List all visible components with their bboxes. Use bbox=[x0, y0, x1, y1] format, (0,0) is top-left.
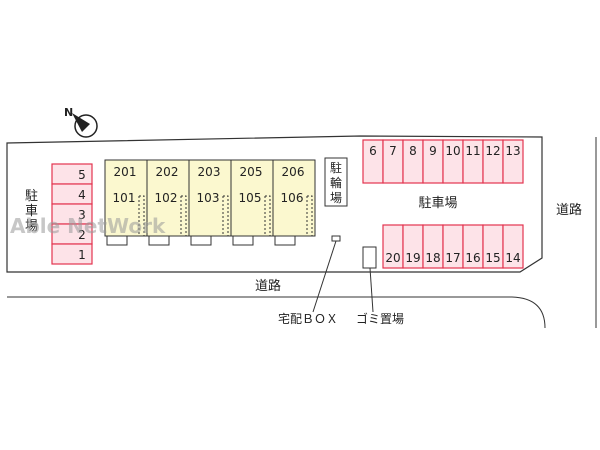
left-parking-label: 駐 車 場 bbox=[25, 189, 38, 234]
parking-space: 15 bbox=[482, 224, 504, 269]
left-parking-char-1: 駐 bbox=[25, 189, 38, 204]
parking-space: 19 bbox=[402, 224, 424, 269]
unit-number-upper: 205 bbox=[240, 165, 263, 179]
unit: 203 103 bbox=[188, 159, 232, 246]
right-parking-label: 駐車場 bbox=[418, 196, 457, 211]
parking-space-number: 5 bbox=[78, 168, 86, 182]
parking-space: 7 bbox=[382, 139, 404, 184]
porch bbox=[148, 235, 170, 246]
parking-space-number: 15 bbox=[485, 251, 500, 265]
garbage-label: ゴミ置場 bbox=[356, 311, 404, 326]
porch bbox=[232, 235, 254, 246]
unit-number-lower: 101 bbox=[113, 191, 136, 205]
parking-space: 1 bbox=[51, 243, 93, 265]
bicycle-char-1: 駐 bbox=[330, 160, 342, 175]
north-label: N bbox=[64, 106, 73, 119]
parking-space: 11 bbox=[462, 139, 484, 184]
parking-space-number: 19 bbox=[405, 251, 420, 265]
parking-space: 20 bbox=[382, 224, 404, 269]
parking-space-number: 4 bbox=[78, 188, 86, 202]
garbage-area-marker bbox=[362, 246, 377, 269]
parking-space: 13 bbox=[502, 139, 524, 184]
parking-space-number: 3 bbox=[78, 208, 86, 222]
parking-space-number: 6 bbox=[369, 144, 377, 158]
unit-number-upper: 203 bbox=[198, 165, 221, 179]
delivery-box-leader bbox=[312, 240, 337, 313]
parking-space-number: 7 bbox=[389, 144, 397, 158]
parking-space-number: 17 bbox=[445, 251, 460, 265]
road-edge-curve bbox=[511, 296, 546, 329]
left-parking-char-3: 場 bbox=[25, 219, 38, 234]
parking-space-number: 20 bbox=[385, 251, 400, 265]
parking-space-number: 10 bbox=[445, 144, 460, 158]
parking-space: 18 bbox=[422, 224, 444, 269]
parking-space: 6 bbox=[362, 139, 384, 184]
entrance-outline bbox=[180, 195, 187, 236]
road-right-label: 道路 bbox=[556, 202, 582, 218]
building: 201 101 202 102 203 103 205 105 206 106 bbox=[104, 159, 316, 246]
unit: 205 105 bbox=[230, 159, 274, 246]
parking-space: 14 bbox=[502, 224, 524, 269]
parking-space: 5 bbox=[51, 163, 93, 185]
entrance-outline bbox=[264, 195, 271, 236]
parking-space: 8 bbox=[402, 139, 424, 184]
unit-number-lower: 103 bbox=[197, 191, 220, 205]
entrance-outline bbox=[306, 195, 313, 236]
parking-space-number: 2 bbox=[78, 228, 86, 242]
bicycle-parking: 駐 輪 場 bbox=[324, 157, 348, 207]
left-parking-char-2: 車 bbox=[25, 204, 38, 219]
entrance-outline bbox=[138, 195, 145, 236]
parking-space-number: 1 bbox=[78, 248, 86, 262]
unit-number-lower: 102 bbox=[155, 191, 178, 205]
road-bottom-label: 道路 bbox=[255, 278, 281, 294]
watermark: Able NetWork bbox=[10, 214, 166, 238]
garbage-leader bbox=[369, 267, 374, 313]
bicycle-char-2: 輪 bbox=[330, 175, 342, 190]
delivery-box-marker bbox=[331, 235, 341, 242]
parking-space: 16 bbox=[462, 224, 484, 269]
north-arrow-icon: N bbox=[64, 106, 98, 138]
porch bbox=[274, 235, 296, 246]
unit-number-lower: 106 bbox=[281, 191, 304, 205]
unit-number-upper: 201 bbox=[114, 165, 137, 179]
parking-space: 17 bbox=[442, 224, 464, 269]
parking-space-number: 9 bbox=[429, 144, 437, 158]
parking-space-number: 8 bbox=[409, 144, 417, 158]
porch bbox=[190, 235, 212, 246]
parking-space: 9 bbox=[422, 139, 444, 184]
parking-space: 12 bbox=[482, 139, 504, 184]
entrance-outline bbox=[222, 195, 229, 236]
bicycle-char-3: 場 bbox=[330, 191, 342, 205]
left-parking-area: 5 4 3 2 1 bbox=[51, 163, 93, 265]
parking-space-number: 12 bbox=[485, 144, 500, 158]
parking-space-number: 18 bbox=[425, 251, 440, 265]
unit-number-upper: 206 bbox=[282, 165, 305, 179]
porch bbox=[106, 235, 128, 246]
unit-number-lower: 105 bbox=[239, 191, 262, 205]
site-boundary bbox=[6, 135, 543, 273]
parking-space-number: 16 bbox=[465, 251, 480, 265]
unit-number-upper: 202 bbox=[156, 165, 179, 179]
parking-space-number: 14 bbox=[505, 251, 520, 265]
parking-space-number: 11 bbox=[465, 144, 480, 158]
parking-space-number: 13 bbox=[505, 144, 520, 158]
parking-space: 4 bbox=[51, 183, 93, 205]
unit: 202 102 bbox=[146, 159, 190, 246]
delivery-box-label: 宅配ＢＯＸ bbox=[278, 311, 338, 326]
unit: 206 106 bbox=[272, 159, 316, 246]
parking-space: 10 bbox=[442, 139, 464, 184]
